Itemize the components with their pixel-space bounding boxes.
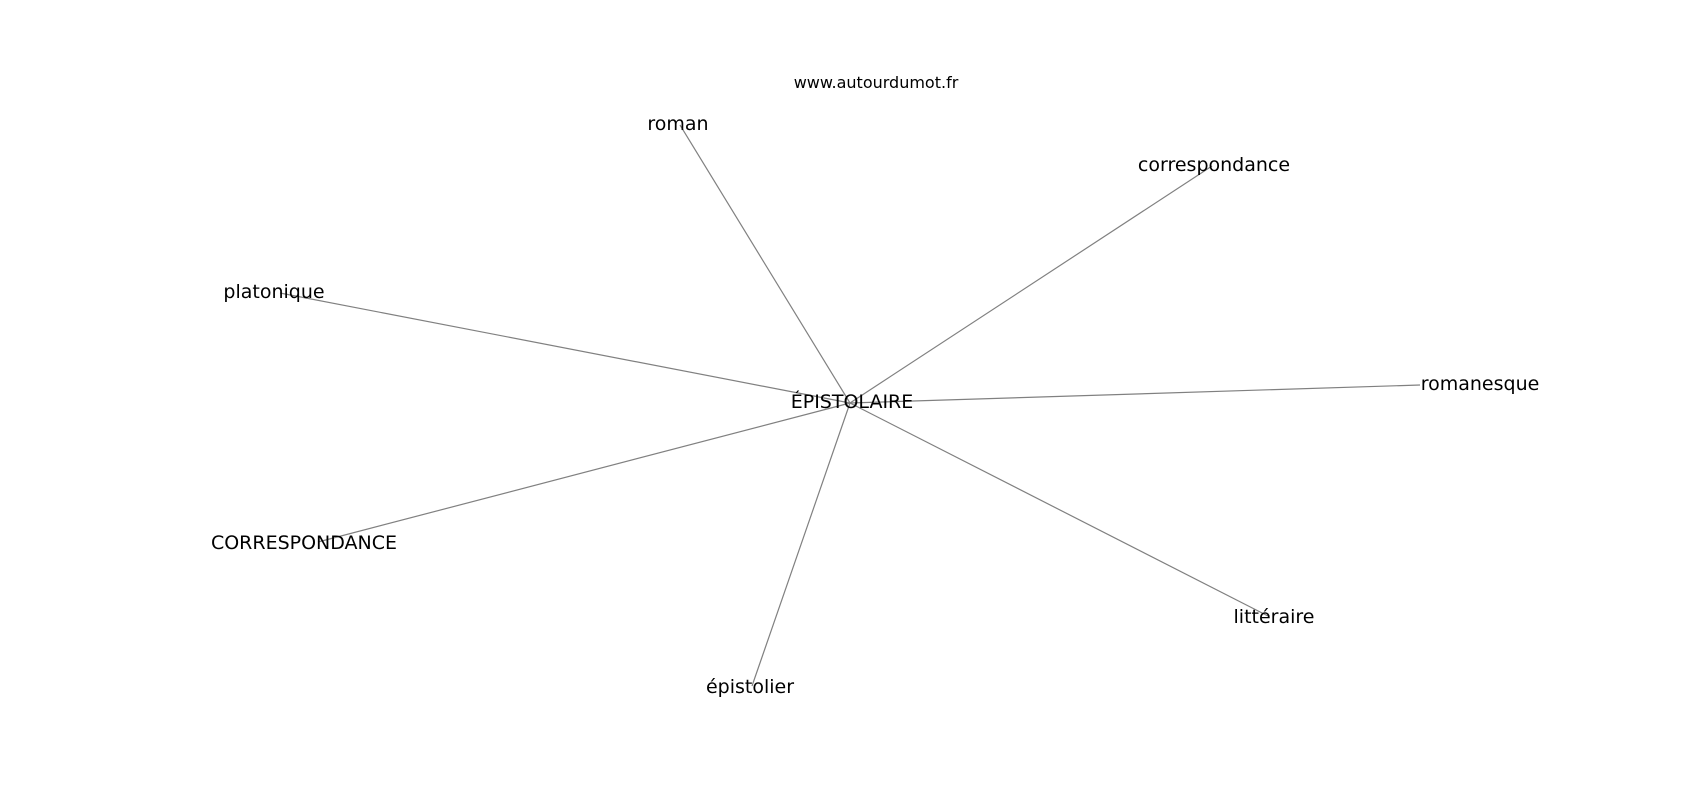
node-label-epistolier[interactable]: épistolier: [706, 676, 794, 698]
node-label-platonique[interactable]: platonique: [223, 281, 324, 303]
edge-correspondance-upper: [317, 402, 851, 543]
edge-litteraire: [849, 402, 1269, 617]
edges-layer: [279, 124, 1421, 687]
neighbor-labels-layer: roman correspondance platonique romanesqueC…: [211, 113, 1539, 698]
edge-roman: [679, 124, 851, 404]
node-label-correspondance[interactable]: correspondance: [1138, 154, 1290, 176]
center-node-label[interactable]: ÉPISTOLAIRE: [791, 390, 914, 413]
watermark-url[interactable]: www.autourdumot.fr: [794, 73, 959, 92]
edge-correspondance: [849, 165, 1213, 404]
node-label-roman[interactable]: roman: [647, 113, 708, 135]
node-label-litteraire[interactable]: littéraire: [1234, 606, 1315, 628]
edge-epistolier: [751, 402, 851, 687]
edge-romanesque: [849, 384, 1421, 404]
edge-platonique: [279, 292, 851, 404]
node-label-romanesque[interactable]: romanesque: [1421, 373, 1540, 395]
node-label-correspondance-upper[interactable]: CORRESPONDANCE: [211, 532, 397, 554]
